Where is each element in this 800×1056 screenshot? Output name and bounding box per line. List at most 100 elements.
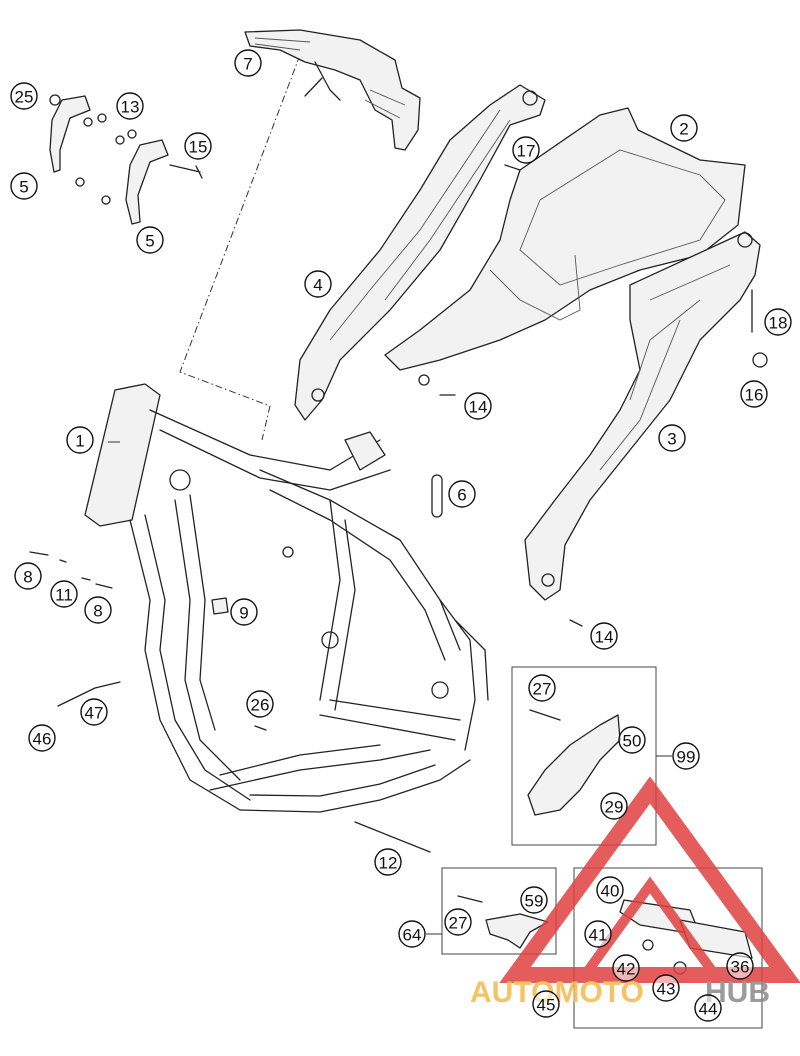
callout-number: 2 <box>679 120 688 139</box>
callout-circle <box>28 724 56 752</box>
callout-number: 29 <box>605 798 624 817</box>
callout-27: 27 <box>444 908 472 936</box>
callout-number: 9 <box>239 604 248 623</box>
callout-5: 5 <box>136 226 164 254</box>
callout-16: 16 <box>740 380 768 408</box>
callout-number: 45 <box>537 996 556 1015</box>
callout-59: 59 <box>520 886 548 914</box>
callout-number: 43 <box>657 980 676 999</box>
part-4-subframe-left <box>294 84 546 421</box>
callout-12: 12 <box>374 848 402 876</box>
callout-circle <box>740 380 768 408</box>
callout-4: 4 <box>304 270 332 298</box>
callout-number: 41 <box>589 926 608 945</box>
callout-number: 16 <box>745 386 764 405</box>
callout-number: 4 <box>313 276 322 295</box>
assembly-64-box <box>426 867 557 955</box>
callout-circle <box>246 690 274 718</box>
callout-11: 11 <box>50 580 78 608</box>
callout-18: 18 <box>764 308 792 336</box>
part-1-main-frame <box>84 383 489 813</box>
callout-circle <box>590 622 618 650</box>
callout-circle <box>398 920 426 948</box>
callout-number: 12 <box>379 854 398 873</box>
callout-circle <box>66 426 94 454</box>
callout-50: 50 <box>618 726 646 754</box>
callout-circle <box>84 596 112 624</box>
callout-circle <box>10 172 38 200</box>
callout-circle <box>304 270 332 298</box>
callout-circle <box>50 580 78 608</box>
callout-circle <box>80 698 108 726</box>
callout-number: 5 <box>145 232 154 251</box>
callout-2: 2 <box>670 114 698 142</box>
part-5-brackets <box>49 94 203 225</box>
callout-45: 45 <box>532 990 560 1018</box>
callout-number: 27 <box>449 914 468 933</box>
callout-circle <box>136 226 164 254</box>
callout-circle <box>14 562 42 590</box>
callout-64: 64 <box>398 920 426 948</box>
callout-number: 8 <box>93 602 102 621</box>
callout-25: 25 <box>10 82 38 110</box>
callout-number: 7 <box>243 55 252 74</box>
callout-circle <box>618 726 646 754</box>
callout-circle <box>444 908 472 936</box>
callout-circle <box>584 920 612 948</box>
part-3-subframe-right <box>524 231 761 601</box>
hardware-pieces <box>29 164 768 853</box>
callout-circle <box>448 480 476 508</box>
callout-8: 8 <box>84 596 112 624</box>
callout-42: 42 <box>612 954 640 982</box>
callout-number: 1 <box>75 432 84 451</box>
callout-17: 17 <box>512 136 540 164</box>
callout-circle <box>694 994 722 1022</box>
callout-43: 43 <box>652 974 680 1002</box>
callout-circle <box>230 598 258 626</box>
callout-47: 47 <box>80 698 108 726</box>
callout-circle <box>184 132 212 160</box>
callout-circle <box>612 954 640 982</box>
callout-circle <box>670 114 698 142</box>
callout-46: 46 <box>28 724 56 752</box>
callout-number: 14 <box>595 628 614 647</box>
callout-number: 40 <box>601 882 620 901</box>
callout-number: 99 <box>677 748 696 767</box>
callout-number: 15 <box>189 138 208 157</box>
callout-29: 29 <box>600 792 628 820</box>
callout-9: 9 <box>230 598 258 626</box>
callout-26: 26 <box>246 690 274 718</box>
callout-number: 13 <box>121 98 140 117</box>
callout-circle <box>658 424 686 452</box>
callout-circle <box>764 308 792 336</box>
callout-number: 59 <box>525 892 544 911</box>
callout-number: 17 <box>517 142 536 161</box>
watermark-logo: AUTOMOTO HUB <box>470 776 800 1009</box>
callout-circle <box>672 742 700 770</box>
callout-5: 5 <box>10 172 38 200</box>
callout-14: 14 <box>590 622 618 650</box>
callout-15: 15 <box>184 132 212 160</box>
callout-number: 50 <box>623 732 642 751</box>
callout-circle <box>512 136 540 164</box>
callout-circle <box>652 974 680 1002</box>
callout-number: 42 <box>617 960 636 979</box>
callout-1: 1 <box>66 426 94 454</box>
callout-number: 14 <box>469 398 488 417</box>
callout-circle <box>528 674 556 702</box>
callout-8: 8 <box>14 562 42 590</box>
callout-6: 6 <box>448 480 476 508</box>
callout-7: 7 <box>234 49 262 77</box>
callout-number: 8 <box>23 568 32 587</box>
callout-14: 14 <box>464 392 492 420</box>
callout-circle <box>116 92 144 120</box>
callout-36: 36 <box>726 952 754 980</box>
callout-circle <box>520 886 548 914</box>
callout-13: 13 <box>116 92 144 120</box>
callout-99: 99 <box>672 742 700 770</box>
callout-circle <box>532 990 560 1018</box>
callout-27: 27 <box>528 674 556 702</box>
callout-number: 36 <box>731 958 750 977</box>
